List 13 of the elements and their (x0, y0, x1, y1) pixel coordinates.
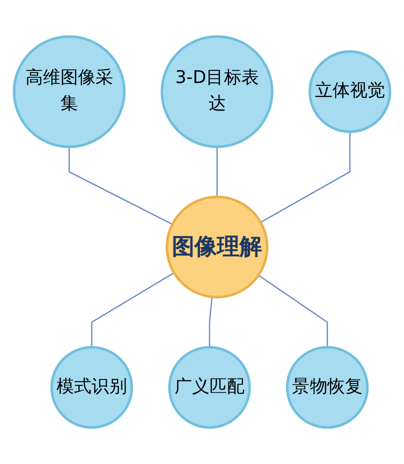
connector (258, 274, 328, 348)
connector (216, 146, 218, 197)
node-circle: 图像理解 (166, 196, 268, 298)
connector (208, 296, 213, 348)
node-circle: 3-D目标表达 (160, 35, 274, 148)
node-circle: 高维图像采集 (12, 35, 126, 148)
node-circle: 景物恢复 (286, 346, 369, 429)
node-circle: 立体视觉 (308, 50, 392, 133)
connector (260, 132, 350, 223)
connector (91, 272, 174, 348)
node-circle: 模式识别 (50, 346, 134, 429)
node-circle: 广义匹配 (168, 346, 251, 429)
connector (68, 146, 173, 225)
